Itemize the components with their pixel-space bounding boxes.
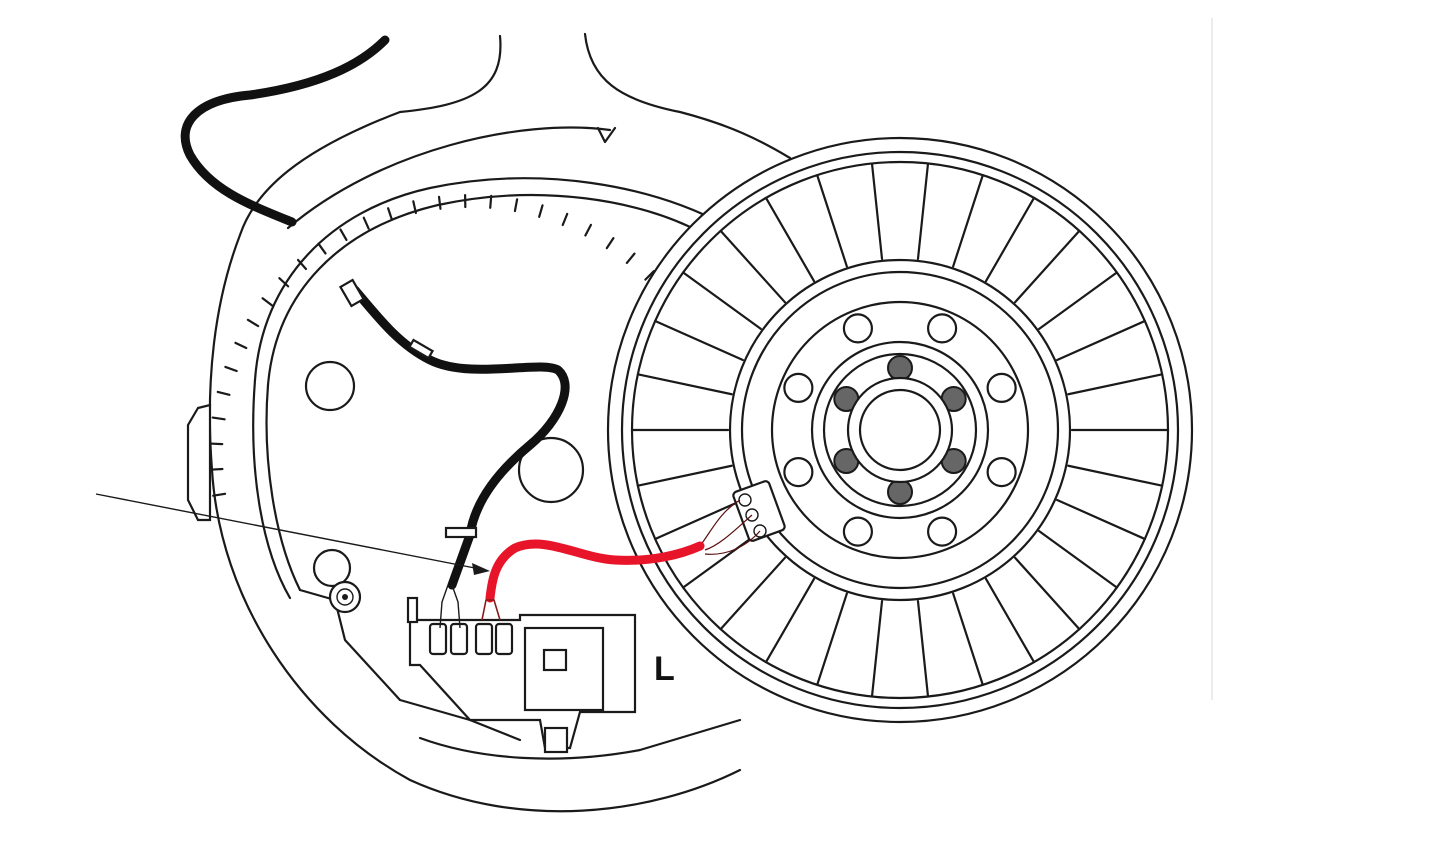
base-tooth <box>489 194 493 209</box>
rotor-spoke <box>636 464 733 487</box>
base-tooth <box>224 365 238 373</box>
rotor-spoke <box>1067 464 1164 487</box>
base-tooth <box>246 318 260 328</box>
rotor-spoke <box>654 319 744 362</box>
base-tooth <box>362 216 370 230</box>
terminal-block[interactable]: L <box>406 596 675 754</box>
rotor-spoke <box>1013 556 1081 631</box>
rotor-spoke <box>984 196 1036 283</box>
rotor-spokes <box>630 162 1170 698</box>
rotor-connector <box>732 480 786 542</box>
rotor-spoke <box>984 577 1036 664</box>
rotor-spoke <box>1013 229 1081 304</box>
base-tooth <box>296 258 308 271</box>
bolt-hole <box>842 516 874 547</box>
hub-lugs <box>833 355 967 505</box>
base-tooth <box>584 223 593 237</box>
rotor-spoke <box>816 592 848 686</box>
bolt-hole <box>783 372 814 404</box>
bolt-hole <box>986 456 1017 488</box>
base-tooth <box>644 270 655 281</box>
rotor-spoke <box>1038 271 1118 331</box>
base-tooth <box>561 212 569 227</box>
base-tooth <box>278 277 290 288</box>
rotor-spoke <box>952 592 984 686</box>
base-tooth <box>209 467 224 471</box>
highlighted-wire <box>481 539 705 621</box>
rotor-spoke <box>870 599 884 698</box>
rotor-spoke <box>682 529 762 589</box>
bolt-hole <box>783 456 814 488</box>
connector-label: L <box>654 650 675 688</box>
rotor-spoke <box>952 174 984 268</box>
rotor-spoke <box>764 196 816 283</box>
hub-lug <box>887 479 913 505</box>
rotor-spoke <box>816 174 848 268</box>
rotor-spoke <box>719 556 787 631</box>
rotor-spoke <box>764 577 816 664</box>
base-tooth <box>261 297 274 307</box>
outer-housing <box>186 32 792 813</box>
rotor-spoke <box>1056 319 1146 362</box>
base-tooth <box>216 390 231 396</box>
bolt-hole <box>926 313 958 344</box>
bolt-hole <box>986 372 1017 404</box>
rotor-spoke <box>870 162 884 261</box>
mounting-hole <box>517 436 585 504</box>
bolt-hole <box>926 516 958 547</box>
base-tooth <box>339 228 348 242</box>
base-tooth <box>513 198 519 213</box>
rotor-spoke <box>636 373 733 396</box>
base-tooth <box>437 195 442 210</box>
rotor-spoke <box>916 162 930 261</box>
cable-leads <box>439 584 461 629</box>
base-tooth <box>317 242 327 255</box>
base-tooth <box>605 237 615 250</box>
power-cable <box>180 35 570 590</box>
screw <box>328 580 362 614</box>
pointer-arrow <box>95 493 490 575</box>
rotor-spoke <box>1038 529 1118 589</box>
rotor-bolt-holes <box>783 313 1017 547</box>
rotor-spoke <box>682 271 762 331</box>
mounting-hole <box>312 548 352 588</box>
base-tooth <box>412 200 418 215</box>
rotor-spoke <box>654 498 744 541</box>
base-tooth <box>387 207 393 221</box>
base-tooth <box>234 341 248 350</box>
rotor-spoke <box>1067 373 1164 396</box>
base-tooth <box>209 442 224 446</box>
base-tooth <box>211 416 226 421</box>
base-tooth <box>538 204 544 218</box>
rotor-spoke <box>916 599 930 698</box>
rotor-spoke <box>719 229 787 304</box>
hub-lug <box>887 355 913 381</box>
motor-rotor <box>606 136 1194 724</box>
base-tooth <box>625 252 636 265</box>
mounting-hole <box>304 360 356 412</box>
rotor-spoke <box>1056 498 1146 541</box>
bolt-hole <box>842 313 874 344</box>
base-tooth <box>212 492 227 497</box>
